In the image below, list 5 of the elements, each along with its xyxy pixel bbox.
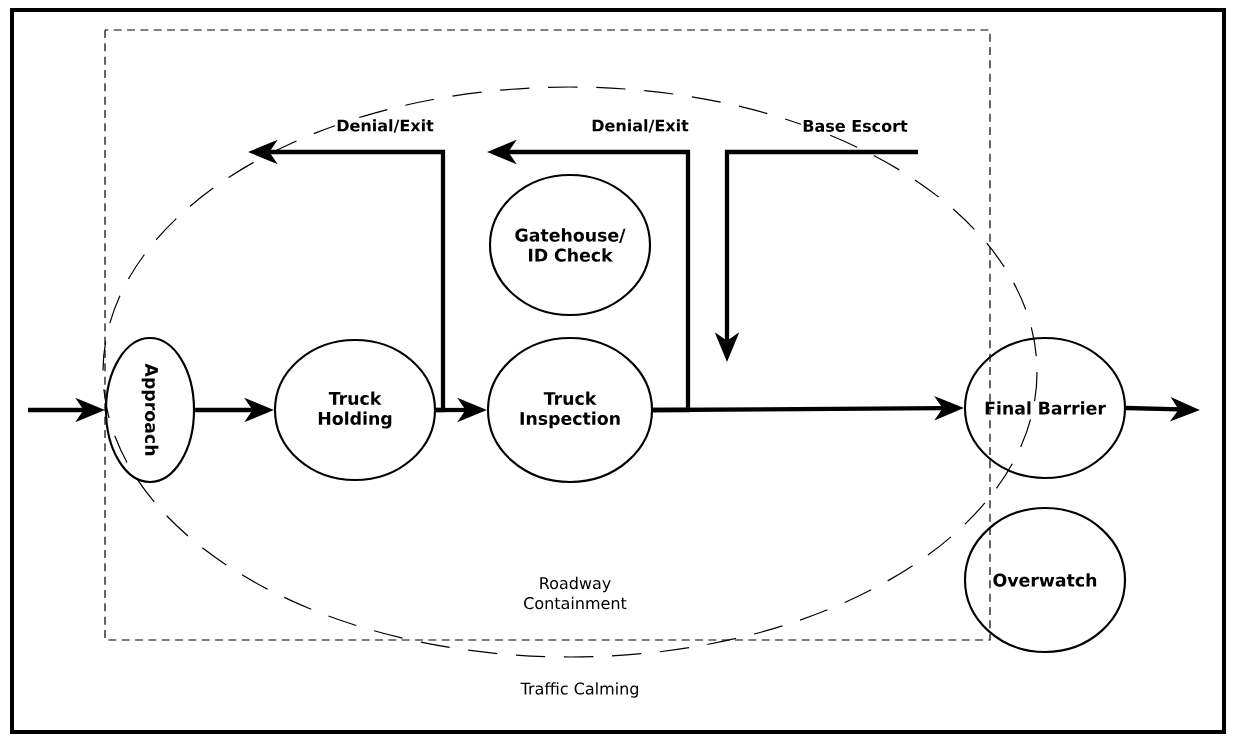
edge-label: Denial/Exit [334,117,436,135]
edge-label: Denial/Exit [589,117,691,135]
zone-label: Roadway Containment [510,575,640,611]
flow-label: Base Escort [800,118,910,134]
zone-label: Traffic Calming [519,680,641,700]
